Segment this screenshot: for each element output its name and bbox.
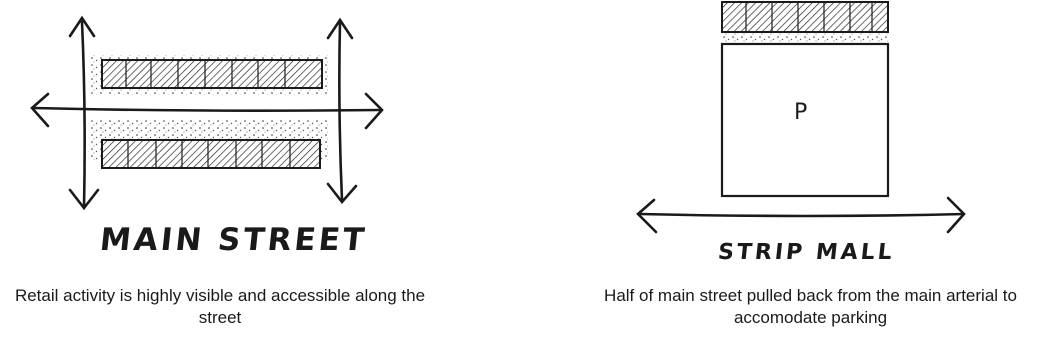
- main-street-buildings-bottom: [101, 139, 321, 169]
- strip-mall-sidewalk: [722, 33, 888, 42]
- cross-street-left-arrow: [68, 15, 100, 211]
- main-street-road-arrow: [30, 92, 384, 130]
- strip-mall-arterial-arrow: [636, 196, 966, 234]
- parking-lot: [720, 42, 890, 198]
- strip-mall-buildings: [721, 1, 889, 33]
- cross-street-right-arrow: [326, 17, 358, 205]
- strip-mall-caption: Half of main street pulled back from the…: [604, 286, 1017, 327]
- strip-mall-label: STRIP MALL: [716, 240, 897, 265]
- main-street-panel: MAIN STREET Retail activity is highly vi…: [0, 0, 440, 354]
- main-street-sketch: [30, 15, 384, 211]
- strip-mall-panel: P STRIP MALL Half of main street pulled …: [560, 0, 1061, 354]
- strip-mall-sketch: [636, 1, 966, 234]
- main-street-caption: Retail activity is highly visible and ac…: [14, 286, 426, 327]
- parking-label: P: [794, 100, 808, 125]
- main-street-label: MAIN STREET: [98, 222, 369, 258]
- main-street-buildings-top: [101, 59, 323, 89]
